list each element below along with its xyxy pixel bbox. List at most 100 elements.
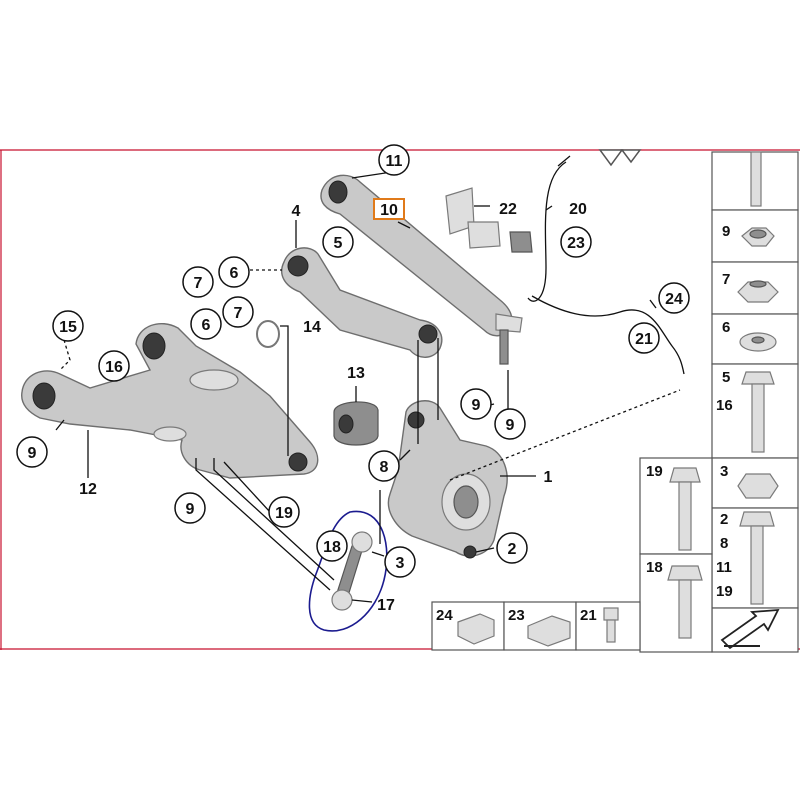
callout-10-highlighted[interactable]: 10 bbox=[373, 198, 405, 220]
sidebar-label-6: 6 bbox=[722, 319, 730, 336]
svg-text:8: 8 bbox=[380, 459, 389, 476]
sidebar-label-8: 8 bbox=[720, 535, 728, 552]
callout-13: 13 bbox=[347, 365, 365, 382]
bottom-label-21: 21 bbox=[580, 607, 597, 624]
sidebar-label-19: 19 bbox=[646, 463, 663, 480]
svg-text:14: 14 bbox=[303, 319, 321, 336]
callout-8: 8 bbox=[368, 450, 400, 482]
svg-text:18: 18 bbox=[323, 539, 341, 556]
svg-text:22: 22 bbox=[499, 201, 517, 218]
bracket-22-base bbox=[467, 221, 501, 249]
svg-text:7: 7 bbox=[234, 305, 243, 322]
sidebar-label-11: 11 bbox=[716, 559, 732, 576]
svg-text:7: 7 bbox=[194, 275, 203, 292]
svg-text:17: 17 bbox=[377, 597, 395, 614]
sidebar-label-19b: 19 bbox=[716, 583, 733, 600]
svg-text:6: 6 bbox=[202, 317, 211, 334]
bottom-label-23: 23 bbox=[508, 607, 525, 624]
bolt-18-shaft-icon bbox=[678, 579, 692, 639]
nut-7-hole-icon bbox=[749, 280, 767, 288]
leader-15 bbox=[59, 339, 71, 371]
wishbone-pad bbox=[189, 369, 239, 391]
callout-9-stud: 9 bbox=[494, 408, 526, 440]
svg-text:13: 13 bbox=[347, 365, 365, 382]
callout-14: 14 bbox=[303, 319, 321, 336]
sidebar-label-7: 7 bbox=[722, 271, 730, 288]
svg-text:4: 4 bbox=[292, 203, 301, 220]
bottom-row: 24 23 21 bbox=[431, 601, 641, 651]
leader-1-dotted bbox=[449, 389, 681, 481]
callout-6-lower: 6 bbox=[190, 308, 222, 340]
abs-wire-20 bbox=[527, 161, 567, 302]
wheel-hub-bore bbox=[453, 485, 479, 519]
clip-23-icon bbox=[527, 615, 571, 647]
wishbone-bushing-mid bbox=[142, 332, 166, 360]
callout-22: 22 bbox=[499, 201, 517, 218]
leader-2 bbox=[475, 547, 495, 553]
sidebar-label-2: 2 bbox=[720, 511, 728, 528]
callout-17: 17 bbox=[377, 597, 395, 614]
callout-20: 20 bbox=[569, 201, 587, 218]
svg-text:11: 11 bbox=[386, 153, 403, 170]
callout-7-lower: 7 bbox=[222, 296, 254, 328]
callout-15: 15 bbox=[52, 310, 84, 342]
leader-3 bbox=[371, 551, 385, 557]
svg-text:23: 23 bbox=[567, 235, 585, 252]
bushing-13-core bbox=[338, 414, 354, 434]
svg-text:9: 9 bbox=[28, 445, 37, 462]
callout-7-upper: 7 bbox=[182, 266, 214, 298]
svg-text:19: 19 bbox=[275, 505, 293, 522]
leader-9-left bbox=[55, 419, 65, 431]
screw-21-shaft-icon bbox=[606, 619, 616, 643]
washer-6-hole-icon bbox=[751, 336, 765, 344]
callout-6-upper: 6 bbox=[218, 256, 250, 288]
callout-9-left: 9 bbox=[16, 436, 48, 468]
callout-23: 23 bbox=[560, 226, 592, 258]
arrow-icon[interactable] bbox=[720, 608, 780, 650]
camber-arm bbox=[281, 247, 443, 358]
svg-text:15: 15 bbox=[59, 319, 77, 336]
long-bolt-icon bbox=[750, 151, 762, 207]
nut-9-hole-icon bbox=[749, 229, 767, 239]
bushing-13 bbox=[333, 401, 379, 446]
svg-text:5: 5 bbox=[334, 235, 343, 252]
bolt-5-head-icon bbox=[741, 371, 775, 385]
callout-12: 12 bbox=[79, 481, 97, 498]
leader-9-bottom bbox=[195, 458, 331, 591]
bolt-2-shaft-icon bbox=[750, 525, 764, 605]
svg-text:9: 9 bbox=[186, 501, 195, 518]
drop-link-bottom-joint bbox=[331, 589, 353, 611]
bracket-23-plug bbox=[509, 231, 533, 253]
svg-text:20: 20 bbox=[569, 201, 587, 218]
upper-arm-bushing bbox=[328, 180, 348, 204]
sidebar-label-5: 5 bbox=[722, 369, 730, 386]
camber-arm-bushing-front bbox=[287, 255, 309, 277]
o-ring-14 bbox=[256, 320, 280, 348]
carrier-mount-bottom bbox=[463, 545, 477, 559]
leader-24 bbox=[649, 299, 657, 309]
svg-text:9: 9 bbox=[472, 397, 481, 414]
drop-link-top-joint bbox=[351, 531, 373, 553]
sidebar-column: 9 7 6 5 16 3 2 8 11 19 19 1 bbox=[639, 151, 799, 653]
lower-wishbone bbox=[21, 323, 319, 479]
leader-19 bbox=[223, 461, 271, 513]
callout-19: 19 bbox=[268, 496, 300, 528]
upper-arm-stud bbox=[499, 329, 509, 365]
wishbone-bushing-front bbox=[32, 382, 56, 410]
sidebar-label-16: 16 bbox=[716, 397, 733, 414]
bolt-19-head-icon bbox=[669, 467, 701, 483]
bolt-5-shaft-icon bbox=[751, 383, 765, 453]
callout-9-bottom: 9 bbox=[174, 492, 206, 524]
callout-21: 21 bbox=[628, 322, 660, 354]
sidebar-label-3: 3 bbox=[720, 463, 728, 480]
wheel-carrier bbox=[387, 400, 508, 557]
svg-text:24: 24 bbox=[665, 291, 683, 308]
svg-text:12: 12 bbox=[79, 481, 97, 498]
callout-1: 1 bbox=[544, 469, 553, 486]
callout-18: 18 bbox=[316, 530, 348, 562]
svg-text:21: 21 bbox=[635, 331, 653, 348]
sidebar-label-9: 9 bbox=[722, 223, 730, 240]
upper-arm-balljoint bbox=[495, 313, 523, 333]
